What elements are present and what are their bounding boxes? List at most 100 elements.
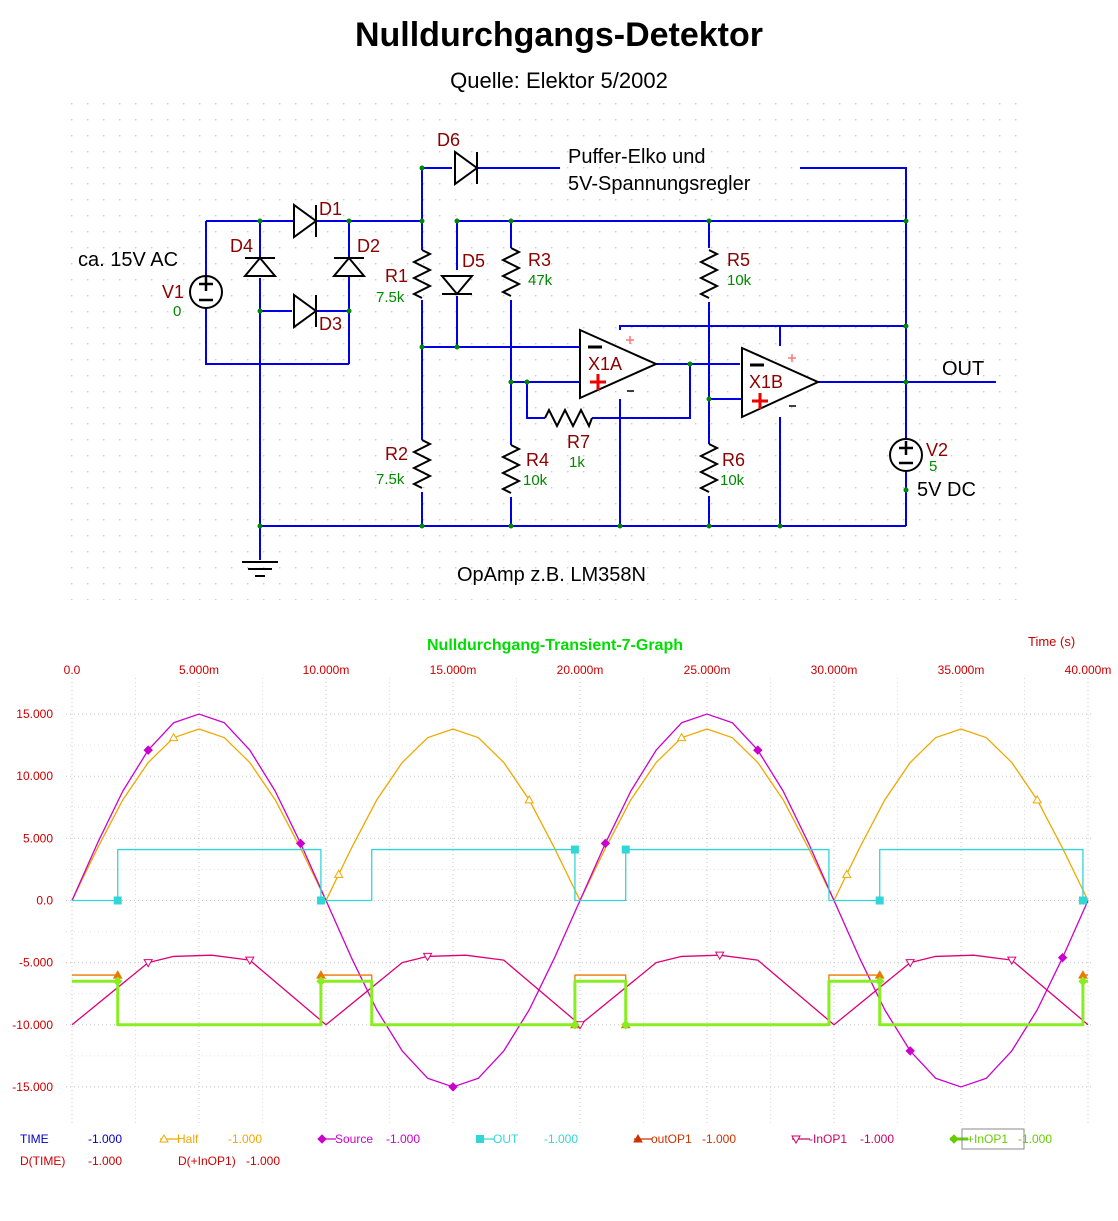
legend-item: D(+InOP1) -1.000 [178, 1154, 280, 1168]
resistor-r3-label: R3 [528, 250, 551, 270]
source-v2-label: V2 [926, 440, 948, 460]
legend-value: -1.000 [88, 1154, 122, 1168]
ac-input-label: ca. 15V AC [78, 249, 178, 271]
diode-d1-symbol [293, 203, 318, 239]
source-v2-value: 5 [929, 458, 937, 475]
schematic-wires [205, 167, 996, 560]
legend-label: D(+InOP1) [178, 1154, 236, 1168]
legend-item: OUT-1.000 [476, 1132, 578, 1146]
legend-value: -1.000 [1018, 1132, 1052, 1146]
legend-value: -1.000 [88, 1132, 122, 1146]
resistor-r7-label: R7 [567, 432, 590, 452]
legend-swatch-marker [633, 1133, 643, 1143]
legend-item: TIME-1.000 [20, 1132, 122, 1146]
opamp-x1b-label: X1B [749, 372, 783, 392]
legend-swatch-marker [949, 1134, 959, 1144]
x-tick-label: 0.0 [64, 663, 81, 677]
note-line-1: Puffer-Elko und [568, 146, 706, 168]
schematic-diagram: D1 D2 D3 D4 D5 D6 R1 R2 R3 R4 R5 R6 R7 X… [58, 92, 1018, 600]
diode-d3-label: D3 [319, 314, 342, 334]
data-point [143, 959, 154, 968]
y-tick-label: 5.000 [23, 831, 53, 845]
data-point [524, 794, 535, 804]
data-point [714, 951, 725, 961]
resistor-r7-value: 1k [569, 454, 585, 471]
legend-item: +InOP1-1.000 [949, 1128, 1052, 1150]
legend-swatch-marker [791, 1135, 801, 1145]
resistor-r5-value: 10k [727, 272, 752, 289]
data-point [905, 1046, 915, 1056]
legend-value: -1.000 [246, 1154, 280, 1168]
legend-swatch-marker [317, 1134, 327, 1144]
legend-value: -1.000 [702, 1132, 736, 1146]
y-tick-label: -10.000 [12, 1018, 53, 1032]
legend-item: Source -1.000 [317, 1132, 420, 1146]
schematic-junctions [257, 165, 909, 529]
data-point [316, 976, 326, 986]
note-line-2: 5V-Spannungsregler [568, 173, 751, 195]
series-line [72, 979, 1088, 1027]
diode-d2-label: D2 [357, 236, 380, 256]
page-subtitle: Quelle: Elektor 5/2002 [450, 68, 668, 93]
data-point [113, 896, 122, 905]
x-tick-label: 25.000m [684, 663, 731, 677]
resistor-r2-symbol [411, 439, 433, 489]
diode-symbols [242, 150, 479, 329]
data-point [905, 959, 916, 968]
x-tick-label: 35.000m [938, 663, 985, 677]
x-axis-label: Time (s) [1028, 634, 1075, 649]
data-point [1032, 794, 1043, 804]
resistor-r4-symbol [500, 444, 522, 494]
diode-d4-symbol [242, 256, 278, 277]
x-tick-label: 20.000m [557, 663, 604, 677]
resistor-r4-label: R4 [526, 450, 549, 470]
source-v1-label: V1 [162, 282, 184, 302]
resistor-r1-symbol [411, 249, 433, 299]
data-point [1006, 956, 1017, 966]
data-point [875, 976, 885, 986]
data-point [113, 976, 123, 986]
data-point [1078, 976, 1088, 986]
x-tick-label: 15.000m [430, 663, 477, 677]
dc-source-v2-symbol [889, 438, 923, 472]
data-point [316, 896, 325, 905]
resistor-r6-symbol [698, 443, 720, 493]
series-inop1 [72, 976, 1088, 1030]
diode-d6-symbol [454, 150, 479, 186]
diode-d4-label: D4 [230, 236, 253, 256]
legend-value: -1.000 [228, 1132, 262, 1146]
resistor-r5-label: R5 [727, 250, 750, 270]
diode-d5-label: D5 [462, 251, 485, 271]
legend-value: -1.000 [386, 1132, 420, 1146]
legend-value: -1.000 [860, 1132, 894, 1146]
data-point [600, 838, 611, 849]
data-point [621, 1020, 631, 1030]
data-point [1057, 952, 1068, 963]
chart-series [71, 713, 1089, 1092]
opamp-note: OpAmp z.B. LM358N [457, 564, 646, 586]
ac-source-v1-symbol [189, 275, 223, 309]
data-point [841, 869, 852, 878]
legend-item: Half -1.000 [159, 1132, 262, 1146]
source-v1-value: 0 [173, 303, 181, 320]
y-tick-label: -15.000 [12, 1080, 53, 1094]
legend-label: OUT [493, 1132, 519, 1146]
ground-icon [242, 561, 278, 577]
legend-label: -InOP1 [809, 1132, 847, 1146]
transient-graph: Nulldurchgang-Transient-7-Graph Time (s)… [12, 634, 1111, 1168]
resistor-r6-value: 10k [720, 472, 745, 489]
legend-item: outOP1-1.000 [633, 1132, 736, 1146]
diode-d6-label: D6 [437, 130, 460, 150]
legend-label: Source [335, 1132, 373, 1146]
legend-item: D(TIME)-1.000 [20, 1154, 122, 1168]
opamp-x1b-symbol [741, 346, 821, 419]
diode-d3-symbol [293, 293, 318, 329]
resistor-r6-label: R6 [722, 450, 745, 470]
output-label: OUT [942, 358, 984, 380]
diode-d5-symbol [439, 275, 475, 296]
data-point [143, 745, 153, 755]
diode-d1-label: D1 [319, 199, 342, 219]
legend-label: Half [177, 1132, 199, 1146]
